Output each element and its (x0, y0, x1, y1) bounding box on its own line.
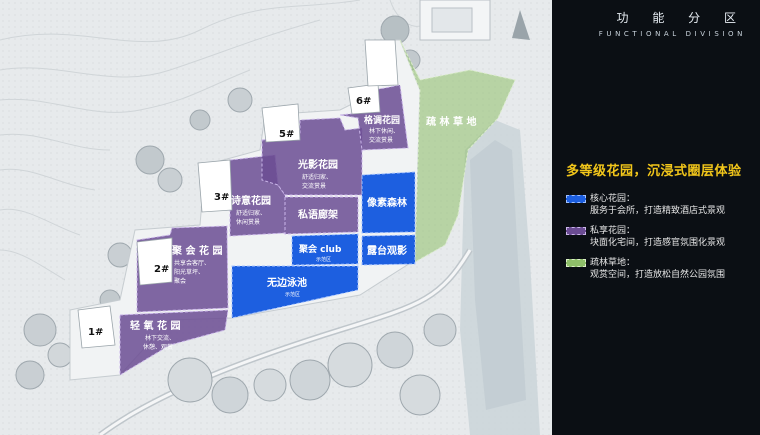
zone-label-juhui: 聚 会 花 园 (171, 244, 222, 257)
trees (15, 15, 457, 416)
zone-sub-juhui-2: 阳光草坪、 (174, 268, 204, 276)
zone-label-gediao: 格调花园 (364, 114, 400, 126)
building-label-1: 1# (88, 327, 103, 338)
zone-qingyang-garden (119, 309, 229, 376)
site-plan-map: 1# 2# 3# 5# 6# 轻 氧 花 园 林下交流、 休憩、观赏 聚 会 花… (0, 0, 552, 435)
building-label-6: 6# (356, 96, 371, 107)
title-cn: 功 能 分 区 (616, 11, 746, 25)
building-label-3: 3# (214, 192, 229, 203)
building-label-5: 5# (279, 129, 294, 140)
zone-sub-guangying-1: 舒适归家、 (302, 173, 332, 181)
zone-sub-qingyang-1: 林下交流、 (145, 334, 175, 342)
zone-sub-shiyi-1: 舒适归家、 (236, 209, 266, 217)
legend-core-line1: 核心花园： (590, 194, 636, 204)
zone-sub-wubian: 示范区 (285, 291, 300, 298)
zone-sub-juhui-1: 共享会客厅、 (174, 259, 210, 267)
zone-juhui-club (291, 233, 359, 266)
headline: 多等级花园，沉浸式圈层体验 (566, 164, 742, 179)
zone-sub-qingyang-2: 休憩、观赏 (143, 343, 173, 351)
zone-label-juhui-club: 聚会 club (298, 243, 342, 255)
building-label-2: 2# (154, 264, 169, 275)
legend-core-line2: 服务于会所，打造精致酒店式景观 (590, 206, 726, 216)
zone-siyu-pergola (284, 196, 359, 235)
zone-wubian-pool (231, 265, 359, 319)
zone-forest-lawn (399, 39, 516, 263)
zone-label-wubian: 无边泳池 (266, 276, 307, 289)
zone-label-siyu: 私语廊架 (297, 208, 338, 221)
zone-label-shiyi: 诗意花园 (231, 194, 271, 207)
legend-forest-line1: 疏林草地： (590, 258, 636, 268)
zone-label-shulin: 疏 林 草 地 (426, 115, 476, 128)
legend-swatch-forest (566, 259, 586, 267)
panel-title: 功 能 分 区 FUNCTIONAL DIVISION (599, 9, 746, 38)
title-en: FUNCTIONAL DIVISION (598, 30, 746, 38)
zone-label-lutai: 露台观影 (367, 244, 407, 257)
legend-private-line1: 私享花园： (590, 226, 636, 236)
zone-sub-gediao-1: 林下休闲、 (369, 127, 399, 135)
zone-label-guangying: 光影花园 (297, 158, 338, 171)
zone-sub-juhui-club: 示范区 (316, 256, 331, 263)
zone-sub-shiyi-2: 休闲赏景 (236, 218, 260, 226)
zone-xiangsu-forest (361, 171, 416, 234)
north-arrow-icon (512, 10, 530, 40)
zone-sub-guangying-2: 交流赏景 (302, 182, 326, 190)
legend-swatch-private (566, 227, 586, 235)
buildings (77, 39, 399, 349)
right-panel: 功 能 分 区 FUNCTIONAL DIVISION 多等级花园，沉浸式圈层体… (552, 0, 760, 435)
legend-private-line2: 块面化宅间，打造感官氛围化景观 (590, 238, 726, 248)
zone-label-qingyang: 轻 氧 花 园 (130, 319, 180, 332)
legend-swatch-core (566, 195, 586, 203)
zone-sub-gediao-2: 交流赏景 (369, 136, 393, 144)
legend-forest-line2: 观赏空间，打造放松自然公园氛围 (590, 270, 726, 280)
zone-label-xiangsu: 像素森林 (366, 196, 408, 209)
zone-lutai-cinema (361, 234, 416, 266)
zone-sub-juhui-3: 聚会 (174, 277, 186, 285)
